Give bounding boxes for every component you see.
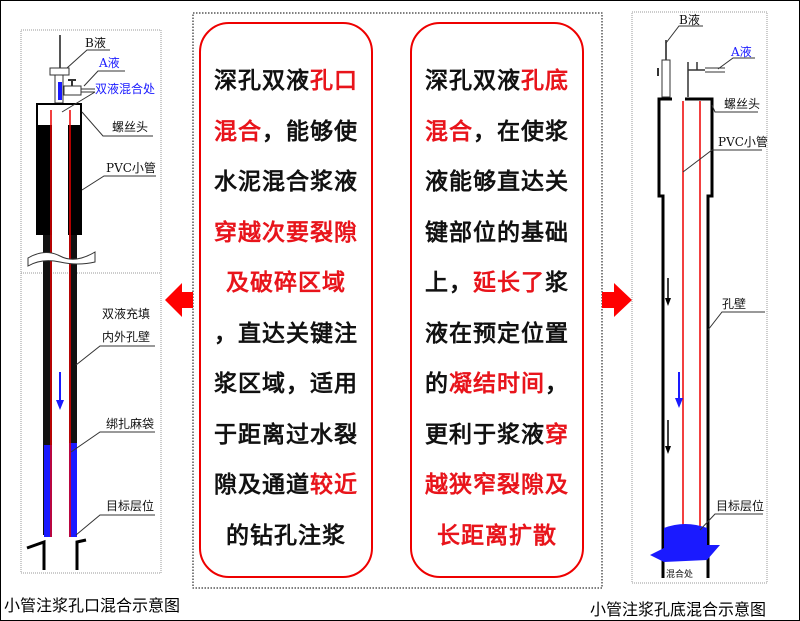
text-line: 长距离扩散	[412, 511, 582, 562]
text-line: 上，延长了浆	[412, 258, 582, 309]
label-bag: 绑扎麻袋	[106, 416, 154, 431]
body-text: 隙及通道	[214, 472, 310, 498]
text-line: 液能够直达关	[412, 157, 582, 208]
body-text: 深孔双液	[425, 68, 521, 94]
right-text-box: 深孔双液孔底混合，在使浆液能够直达关键部位的基础上，延长了浆液在预定位置的凝结时…	[410, 22, 584, 578]
text-line: 深孔双液孔口	[201, 56, 371, 107]
highlight-text: 长距离扩散	[437, 522, 557, 549]
text-line: 隙及通道较近	[201, 460, 371, 511]
label-screw-head: 螺丝头	[112, 120, 148, 134]
highlight-text: 混合	[425, 118, 473, 145]
body-text: 更利于浆液	[425, 421, 545, 448]
right-leaders	[665, 25, 765, 531]
text-line: 液在预定位置	[412, 309, 582, 360]
text-line: 键部位的基础	[412, 208, 582, 259]
text-line: 更利于浆液穿	[412, 410, 582, 461]
text-line: 于距离过水裂	[201, 410, 371, 461]
text-line: 穿越次要裂隙	[201, 208, 371, 259]
highlight-text: 越狭窄裂隙及	[425, 472, 569, 498]
right-pipe	[650, 40, 725, 578]
label-fill-1: 双液充填	[102, 306, 150, 321]
body-text: 深孔双液	[214, 68, 310, 94]
right-caption: 小管注浆孔底混合示意图	[590, 600, 767, 619]
highlight-text: 穿越次要裂隙	[214, 219, 358, 246]
label-b-liquid: B液	[85, 35, 106, 50]
text-line: 混合，在使浆	[412, 107, 582, 158]
body-text: 浆区域，适用	[214, 371, 358, 397]
highlight-text: 延长了	[473, 270, 545, 296]
body-text: 于距离过水裂	[214, 421, 358, 448]
left-leaders	[61, 49, 156, 536]
right-arrow-icon	[602, 283, 632, 317]
label-mix-point: 双液混合处	[95, 81, 155, 96]
body-text: 浆	[545, 270, 569, 296]
highlight-text: 孔底	[521, 68, 569, 94]
highlight-text: 凝结时间	[449, 371, 545, 397]
body-text: ，在使浆	[473, 118, 569, 145]
text-line: 的钻孔注浆	[201, 511, 371, 562]
body-text: 上，	[425, 270, 473, 296]
body-text: 的	[425, 371, 449, 397]
label-a-liquid: A液	[98, 55, 120, 70]
left-pipe	[26, 35, 96, 570]
body-text: ，	[545, 371, 569, 397]
right-frame	[631, 11, 768, 584]
text-line: 的凝结时间，	[412, 359, 582, 410]
highlight-text: 穿	[545, 421, 569, 448]
label-screw-head-right: 螺丝头	[724, 97, 760, 111]
label-target-layer: 目标层位	[106, 498, 154, 513]
label-target-layer-right: 目标层位	[716, 498, 764, 513]
highlight-text: 较近	[310, 472, 358, 498]
label-pvc-pipe-right: PVC小管	[718, 134, 768, 149]
text-line: 越狭窄裂隙及	[412, 460, 582, 511]
highlight-text: 及破碎区域	[226, 270, 346, 296]
text-line: 混合，能够使	[201, 107, 371, 158]
label-pvc-pipe: PVC小管	[106, 160, 156, 175]
body-text: 的钻孔注浆	[226, 522, 346, 549]
highlight-text: 混合	[214, 118, 262, 145]
text-line: ，直达关键注	[201, 309, 371, 360]
left-arrow-icon	[165, 283, 193, 317]
left-frame	[20, 29, 162, 574]
label-hole-wall: 孔壁	[722, 296, 746, 311]
body-text: ，直达关键注	[214, 320, 358, 347]
label-b-liquid-right: B液	[679, 12, 700, 27]
body-text: ，能够使	[262, 118, 358, 145]
label-mix-point-right: 混合处	[666, 568, 693, 580]
text-line: 浆区域，适用	[201, 359, 371, 410]
body-text: 键部位的基础	[425, 219, 569, 246]
body-text: 水泥混合浆液	[214, 169, 358, 195]
text-line: 及破碎区域	[201, 258, 371, 309]
label-a-liquid-right: A液	[730, 44, 752, 59]
text-line: 水泥混合浆液	[201, 157, 371, 208]
left-text-box: 深孔双液孔口混合，能够使水泥混合浆液穿越次要裂隙及破碎区域，直达关键注浆区域，适…	[199, 22, 373, 578]
label-fill-2: 内外孔壁	[102, 329, 150, 344]
left-caption: 小管注浆孔口混合示意图	[4, 596, 181, 615]
highlight-text: 孔口	[310, 68, 358, 94]
body-text: 液在预定位置	[425, 320, 569, 347]
body-text: 液能够直达关	[425, 169, 569, 195]
text-line: 深孔双液孔底	[412, 56, 582, 107]
